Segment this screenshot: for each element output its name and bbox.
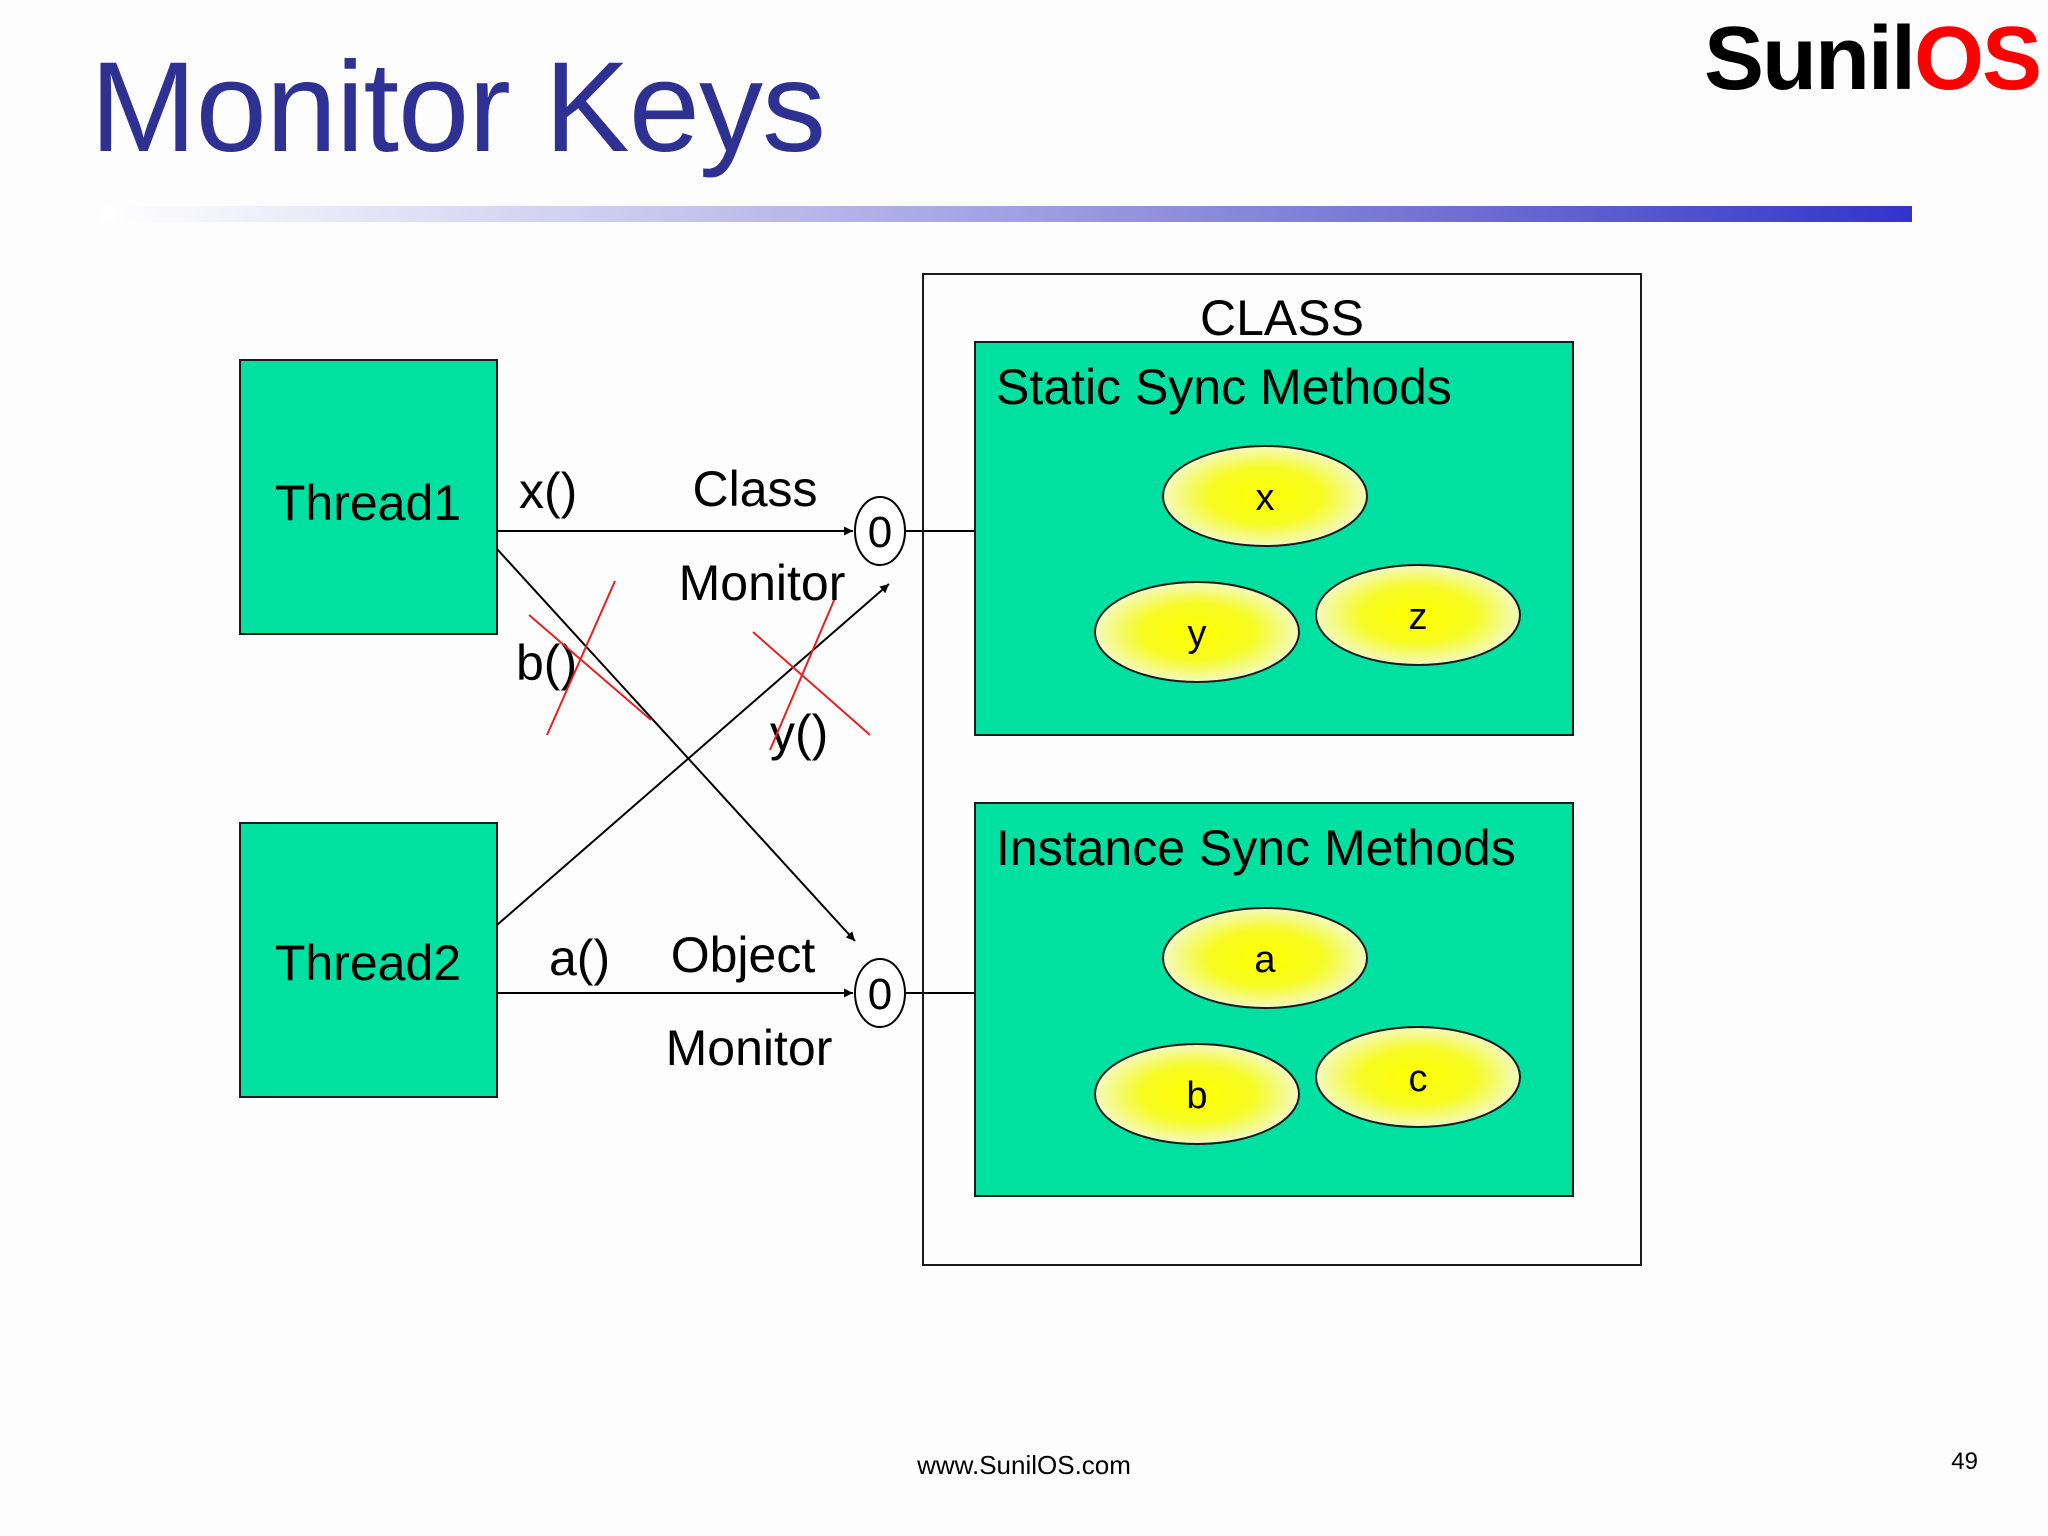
method-x-oval: x xyxy=(1162,445,1368,547)
object-monitor-label-line2: Monitor xyxy=(666,1020,833,1076)
class-monitor-label-line1: Class xyxy=(692,461,817,517)
blocked-y-cross xyxy=(752,597,871,751)
method-c-oval: c xyxy=(1315,1026,1521,1128)
object-monitor-label-line1: Object xyxy=(671,927,816,983)
thread2-box: Thread2 xyxy=(239,822,498,1098)
class-label: CLASS xyxy=(1200,290,1364,346)
a-call-label: a() xyxy=(549,930,610,986)
svg-text:z: z xyxy=(1409,596,1428,638)
sunilos-logo: SunilOS xyxy=(1703,8,2042,111)
method-a-oval: a xyxy=(1162,907,1368,1009)
y-call-arrow xyxy=(496,583,890,926)
thread1-label: Thread1 xyxy=(275,475,461,531)
svg-text:b: b xyxy=(1186,1075,1207,1117)
svg-text:0: 0 xyxy=(868,970,892,1019)
instance-sync-methods-panel: Instance Sync Methods a b c xyxy=(974,802,1574,1197)
footer-url: www.SunilOS.com xyxy=(917,1450,1131,1480)
static-sync-methods-panel: Static Sync Methods x y z xyxy=(974,341,1574,736)
thread2-label: Thread2 xyxy=(275,935,461,991)
x-call-label: x() xyxy=(519,463,577,519)
logo-text-os: OS xyxy=(1913,9,2042,109)
slide-title: Monitor Keys xyxy=(90,36,826,179)
y-call-label: y() xyxy=(770,705,828,761)
class-monitor-label-line2: Monitor xyxy=(679,555,846,611)
title-underline xyxy=(100,206,1912,222)
class-monitor-key-icon: 0 xyxy=(854,496,1044,580)
class-container: CLASS xyxy=(922,273,1642,1266)
svg-text:c: c xyxy=(1409,1058,1428,1100)
static-panel-title: Static Sync Methods xyxy=(996,359,1452,415)
b-call-arrow xyxy=(496,548,856,942)
svg-text:x: x xyxy=(1256,477,1275,519)
method-y-oval: y xyxy=(1094,581,1300,683)
b-call-label: b() xyxy=(516,635,577,691)
page-number: 49 xyxy=(1951,1448,1978,1475)
svg-text:a: a xyxy=(1254,939,1276,981)
method-z-oval: z xyxy=(1315,564,1521,666)
blocked-b-cross xyxy=(528,580,652,736)
logo-text-sunil: Sunil xyxy=(1703,9,1916,109)
svg-text:y: y xyxy=(1188,613,1207,655)
thread1-box: Thread1 xyxy=(239,359,498,635)
svg-text:0: 0 xyxy=(868,508,892,557)
method-b-oval: b xyxy=(1094,1043,1300,1145)
instance-panel-title: Instance Sync Methods xyxy=(996,820,1516,876)
